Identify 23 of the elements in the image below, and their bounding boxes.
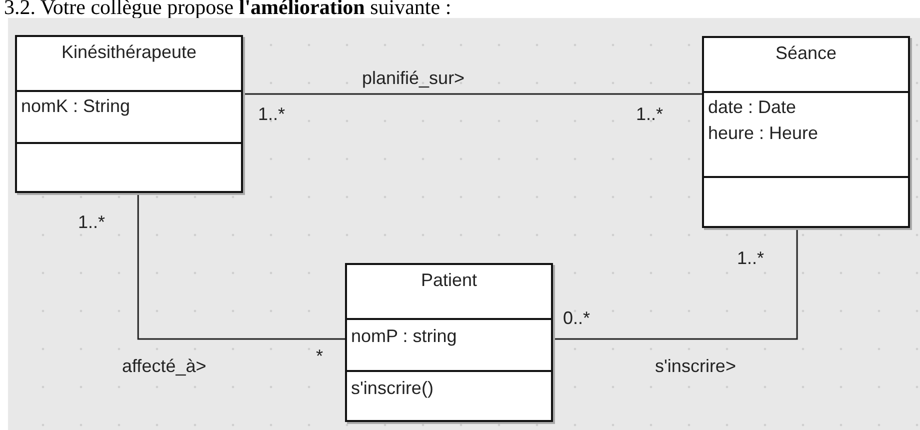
class-box: [15, 35, 243, 193]
class-name: Patient: [420, 269, 478, 291]
multiplicity-label: 1..*: [636, 104, 664, 124]
edge-label: affecté_à>: [122, 356, 206, 376]
class-box: [345, 263, 553, 422]
multiplicity-label: *: [316, 346, 324, 366]
multiplicity-label: 0..*: [563, 308, 590, 328]
attribute-text: nomP : string: [351, 325, 457, 347]
attribute-text: nomK : String: [21, 95, 130, 117]
edge-label: planifié_sur>: [362, 68, 465, 88]
multiplicity-label: 1..*: [258, 104, 286, 124]
edge-label: s'inscrire>: [655, 356, 736, 376]
multiplicity-label: 1..*: [78, 212, 106, 232]
class-name: Kinésithérapeute: [60, 41, 198, 63]
association-line: [553, 228, 798, 340]
multiplicity-label: 1..*: [737, 248, 764, 268]
attribute-text: date : Date: [708, 96, 796, 118]
association-line: [243, 93, 702, 95]
attribute-text: heure : Heure: [708, 122, 818, 144]
method-text: s'inscrire(): [351, 377, 434, 399]
association-line: [137, 193, 345, 340]
class-name: Séance: [774, 42, 838, 64]
class-box: [702, 36, 910, 228]
